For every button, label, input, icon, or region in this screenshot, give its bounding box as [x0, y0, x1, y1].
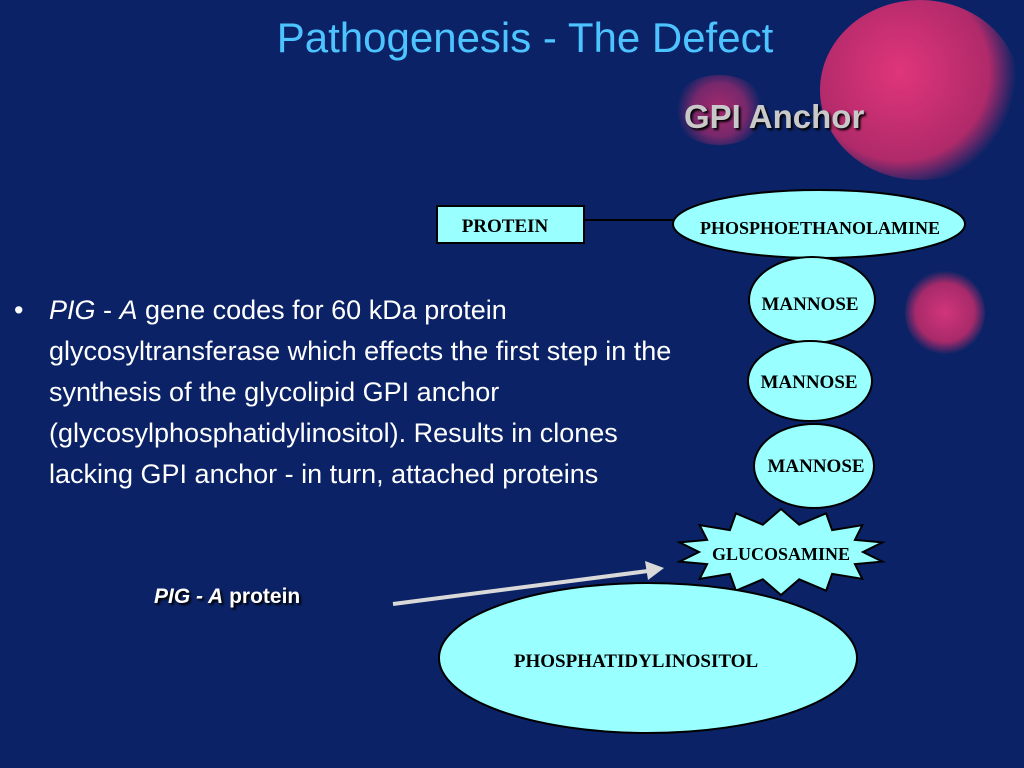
bullet-body: gene codes for 60 kDa protein glycosyltr… — [49, 295, 672, 489]
protein-box — [436, 205, 585, 244]
gene-name-pig: PIG — [49, 295, 96, 325]
gene-name-a: A — [119, 295, 138, 325]
mannose-node-2 — [747, 340, 873, 422]
mannose-label-3: MANNOSE — [767, 456, 864, 477]
pig-a-protein-label: PIG - A protein — [154, 585, 300, 609]
background-blob-right — [905, 270, 985, 355]
pig-a-arrow-head — [645, 561, 664, 580]
glucosamine-node — [675, 507, 887, 597]
mannose-label-1: MANNOSE — [761, 294, 858, 315]
bullet-marker: • — [14, 295, 24, 325]
glucosamine-label: GLUCOSAMINE — [712, 544, 850, 564]
slide-title: Pathogenesis - The Defect — [276, 14, 774, 61]
pig-a-italic: PIG - A — [154, 585, 224, 608]
phosphatidylinositol-label: PHOSPHATIDYLINOSITOL — [514, 651, 758, 672]
phosphoethanolamine-label: PHOSPHOETHANOLAMINE — [700, 218, 940, 238]
bullet-paragraph: • PIG - A gene codes for 60 kDa protein … — [14, 290, 694, 495]
mannose-node-3 — [753, 423, 875, 509]
gene-separator: - — [95, 295, 120, 325]
background-blob-mid — [672, 75, 767, 145]
pig-a-arrow-line — [392, 569, 649, 606]
bullet-text: PIG - A gene codes for 60 kDa protein gl… — [49, 290, 694, 495]
pig-a-suffix: protein — [223, 585, 301, 608]
mannose-label-2: MANNOSE — [760, 372, 857, 393]
protein-label: PROTEIN — [462, 216, 549, 237]
diagram-title: GPI Anchor — [684, 98, 865, 135]
background-blob-top — [820, 0, 1020, 180]
phosphatidylinositol-node — [438, 582, 858, 734]
